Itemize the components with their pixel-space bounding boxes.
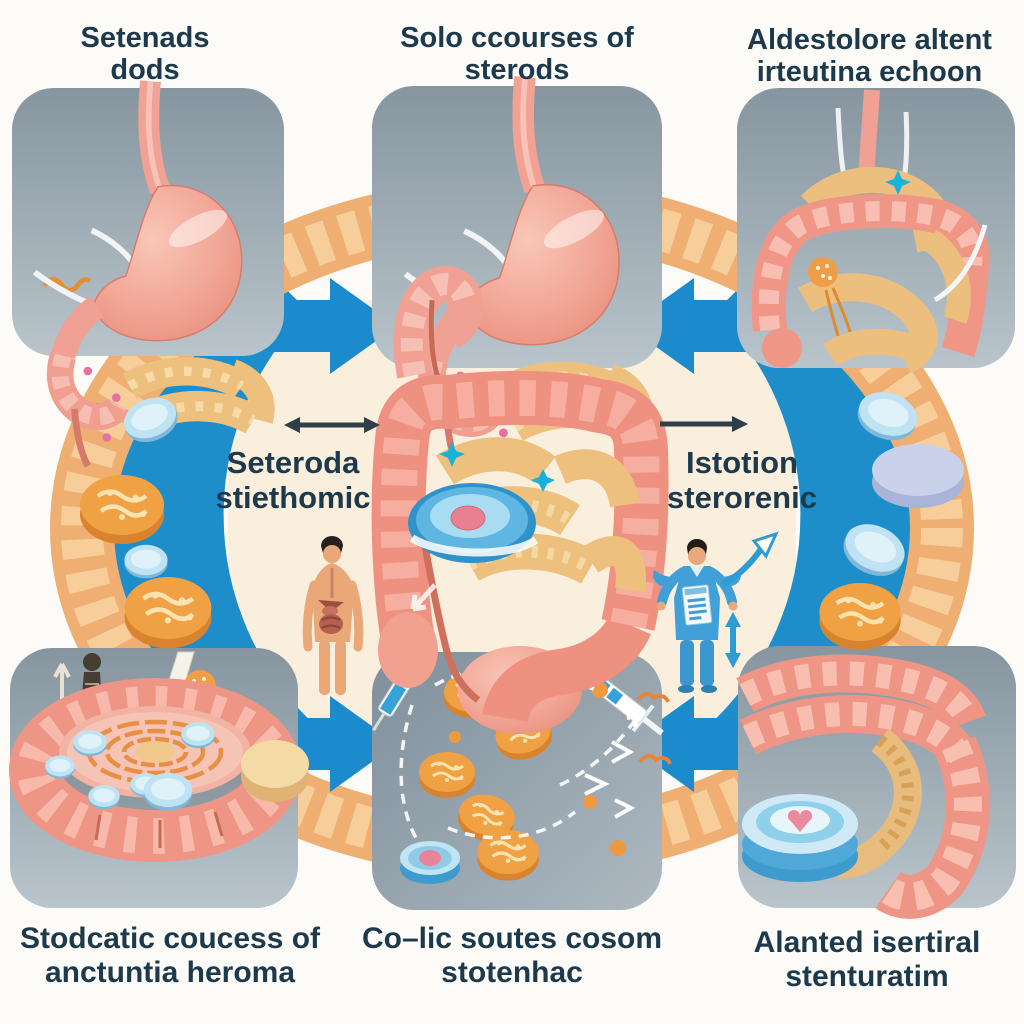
intestines-scene-top-right [751, 89, 990, 373]
pills-syringes-scene [372, 642, 672, 884]
curved-arrow-icon [720, 547, 764, 588]
doctor-figure [653, 531, 779, 693]
label-line: sterods [464, 54, 570, 87]
stomach-small [322, 606, 338, 616]
right-arrow-icon [660, 416, 748, 432]
label-mid-right: Istotion sterorenic [627, 445, 857, 515]
label-line: dods [110, 54, 180, 87]
label-bottom-left: Stodcatic coucess of anctuntia heroma [0, 922, 340, 989]
lavender-disc [872, 444, 964, 508]
central-colon-illustration [371, 370, 669, 734]
label-top-center: Solo ccourses of sterods [367, 22, 667, 87]
blue-disc-stack [742, 794, 858, 882]
cyan-sparkle-icon [885, 170, 911, 195]
cecum [378, 612, 438, 688]
stricture-scene [736, 654, 990, 919]
label-top-left: Setenads dods [10, 22, 280, 87]
vertical-double-arrow-icon [725, 612, 741, 668]
tan-disc [241, 740, 309, 802]
orange-spotted-disc-icon [808, 257, 838, 287]
pink-heart-icon [788, 810, 812, 832]
label-line: irteutina echoon [756, 56, 983, 89]
label-line: stenturatim [785, 959, 949, 993]
label-line: Setenads [80, 22, 210, 54]
colon-segment-top-center [393, 265, 484, 379]
label-line: stotenhac [441, 955, 583, 989]
cyan-sparkle-icon [531, 469, 555, 492]
clipboard [681, 584, 713, 626]
white-arrow-icon [410, 583, 437, 612]
small-intestine [798, 229, 971, 373]
label-line: Aldestolore altent [747, 24, 992, 56]
patient-figure [302, 536, 364, 695]
double-arrow-icon [284, 417, 380, 433]
label-top-right: Aldestolore altent irteutina echoon [715, 24, 1024, 89]
label-line: Alanted isertiral [753, 926, 981, 959]
label-line: Istotion [686, 445, 798, 480]
label-mid-left: Seteroda stiethomic [178, 445, 408, 515]
blue-pill-disc [400, 841, 460, 884]
label-line: Seteroda [226, 445, 360, 480]
label-line: sterorenic [667, 479, 817, 515]
blue-gel-capsule [408, 483, 539, 563]
cyan-sparkle-icon [439, 442, 465, 467]
label-bottom-right: Alanted isertiral stenturatim [710, 926, 1024, 993]
label-bottom-center: Co–lic soutes cosom stotenhac [352, 922, 672, 989]
orange-bird-marks [636, 691, 672, 765]
ring-pills-right [819, 384, 964, 650]
label-line: Stodcatic coucess of [19, 922, 321, 955]
label-line: Solo ccourses of [400, 22, 634, 54]
colon-cake-scene [9, 651, 309, 862]
label-line: stiethomic [215, 479, 371, 515]
label-line: Co–lic soutes cosom [361, 922, 663, 955]
label-line: anctuntia heroma [44, 955, 296, 989]
liver [318, 600, 344, 612]
